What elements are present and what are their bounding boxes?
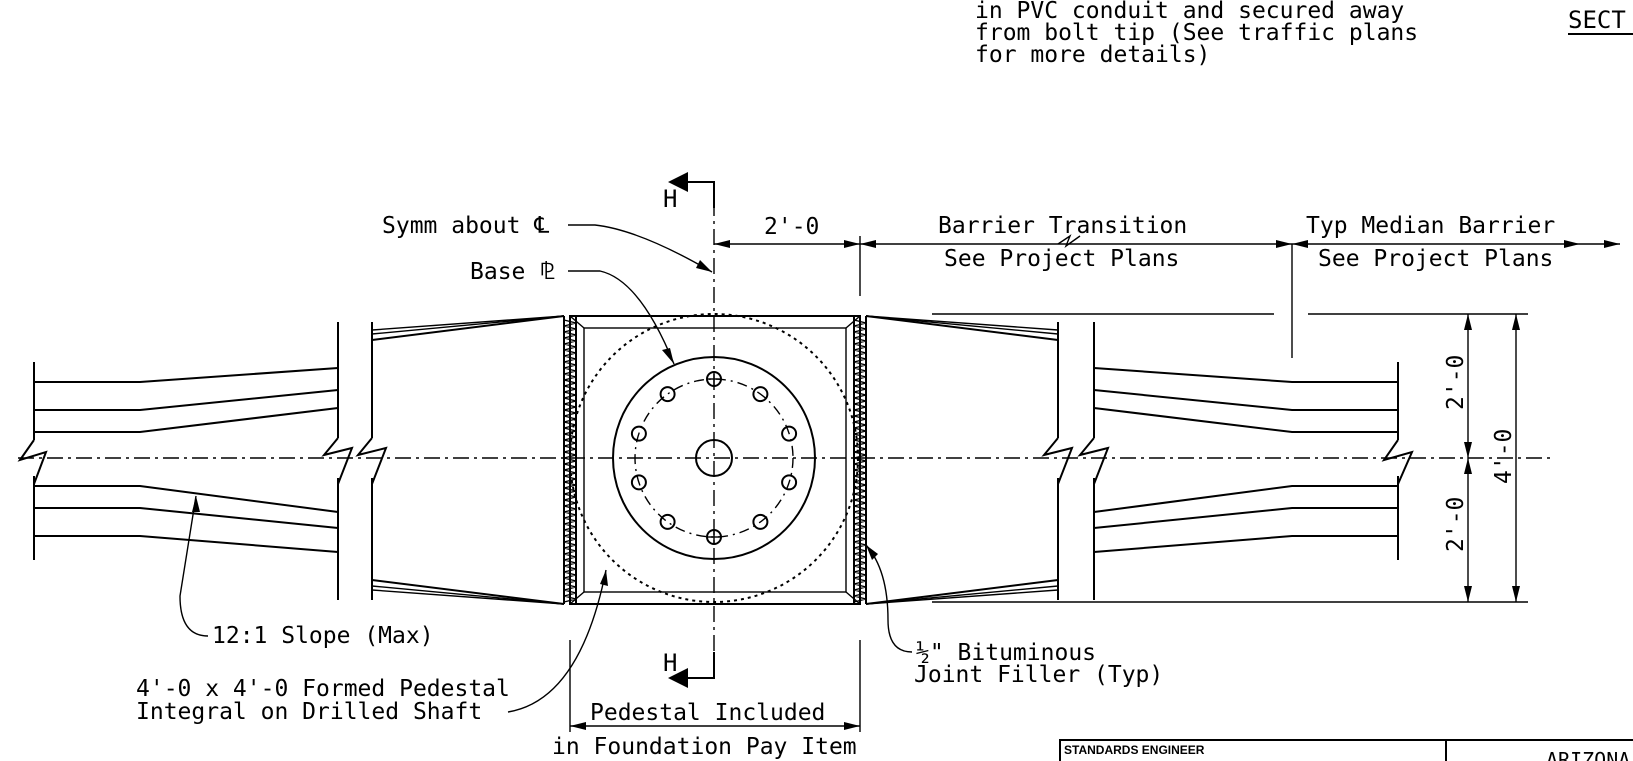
dim-right-total-label: 4'-0 xyxy=(1491,429,1517,484)
dim-median-barrier: Typ Median Barrier See Project Plans xyxy=(1292,213,1620,272)
anchor-bolt xyxy=(781,425,798,442)
pedestal-included-dim: Pedestal Included in Foundation Pay Item xyxy=(552,640,861,760)
see-plans-label-1: See Project Plans xyxy=(944,246,1179,272)
pole-center xyxy=(695,439,733,477)
joint-filler-right xyxy=(853,316,867,604)
title-block: STANDARDS ENGINEER ARIZONA xyxy=(1059,739,1633,761)
joint-filler-callout: ½" Bituminous Joint Filler (Typ) xyxy=(865,544,1163,688)
drilled-shaft-outline xyxy=(569,313,859,603)
anchor-bolt xyxy=(659,513,676,530)
standards-engineer-label: STANDARDS ENGINEER xyxy=(1064,743,1205,757)
dim-right-vertical: 2'-0 2'-0 4'-0 xyxy=(1443,314,1520,602)
section-mark-bottom: H xyxy=(663,649,715,688)
pedestal-included-label-1: Pedestal Included xyxy=(590,700,825,726)
title-block-frame xyxy=(1059,739,1633,761)
pedestal xyxy=(569,313,861,605)
base-pl-label: Base ⅊ xyxy=(470,259,555,285)
top-note-line-2: from bolt tip (See traffic plans xyxy=(975,20,1418,46)
anchor-bolt xyxy=(752,513,769,530)
anchor-bolt xyxy=(659,386,676,403)
top-note-line-3: for more details) xyxy=(975,42,1210,68)
anchor-bolt xyxy=(752,386,769,403)
pedestal-chamfer-inner xyxy=(583,327,847,593)
anchor-bolt xyxy=(630,425,647,442)
anchor-bolt xyxy=(781,474,798,491)
slope-label: 12:1 Slope (Max) xyxy=(212,623,434,649)
section-mark-top-line xyxy=(688,181,715,208)
section-mark-bottom-letter: H xyxy=(663,649,677,677)
right-median-barrier xyxy=(1093,244,1414,560)
right-barrier-transition xyxy=(865,315,1110,605)
section-mark-bottom-line xyxy=(688,652,715,679)
see-plans-label-2: See Project Plans xyxy=(1318,246,1553,272)
state-label: ARIZONA xyxy=(1546,748,1630,761)
base-plate-callout: Base ⅊ xyxy=(470,259,675,365)
dim-right-bottom-label: 2'-0 xyxy=(1443,497,1469,552)
section-mark-top: H xyxy=(663,172,715,213)
anchor-bolts xyxy=(630,371,798,545)
dim-barrier-transition: Barrier Transition See Project Plans xyxy=(860,213,1292,272)
section-label: SECT xyxy=(1568,6,1626,34)
section-mark-bottom-arrow xyxy=(668,668,688,688)
pedestal-callout: 4'-0 x 4'-0 Formed Pedestal Integral on … xyxy=(136,569,608,725)
section-mark-top-letter: H xyxy=(663,185,677,213)
median-barrier-label: Typ Median Barrier xyxy=(1306,213,1555,239)
base-plate xyxy=(612,356,816,560)
slope-callout: 12:1 Slope (Max) xyxy=(179,495,434,649)
dim-2ft-label: 2'-0 xyxy=(764,214,819,240)
pedestal-label-line-1: 4'-0 x 4'-0 Formed Pedestal xyxy=(136,676,510,702)
top-note-line-1: in PVC conduit and secured away xyxy=(975,0,1404,24)
anchor-bolt xyxy=(630,474,647,491)
section-mark-top-arrow xyxy=(668,172,688,192)
bolt-circle xyxy=(634,378,794,538)
far-left-barrier xyxy=(17,362,339,560)
joint-label-line-1: ½" Bituminous xyxy=(916,640,1096,666)
barrier-transition-label: Barrier Transition xyxy=(938,213,1187,239)
symm-label: Symm about ℄ xyxy=(382,213,549,239)
joint-label-line-2: Joint Filler (Typ) xyxy=(914,662,1163,688)
joint-filler-left xyxy=(563,316,577,604)
top-note: in PVC conduit and secured away from bol… xyxy=(975,0,1418,68)
pedestal-label-line-2: Integral on Drilled Shaft xyxy=(136,699,482,725)
left-barrier-transition xyxy=(321,315,565,605)
symm-callout: Symm about ℄ xyxy=(382,213,713,273)
pedestal-included-label-2: in Foundation Pay Item xyxy=(552,734,857,760)
dim-right-top-label: 2'-0 xyxy=(1443,355,1469,410)
dim-2ft-top: 2'-0 xyxy=(714,214,860,248)
